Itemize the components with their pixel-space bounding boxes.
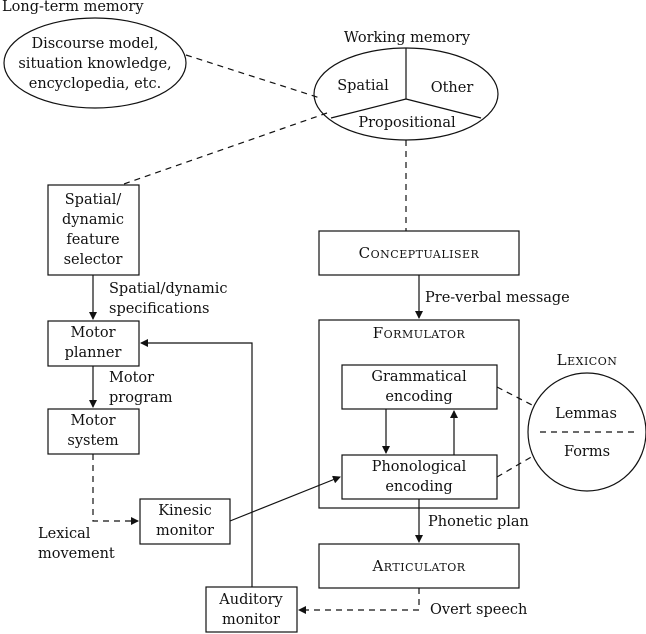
kinesic-to-phonological-arrow: [229, 475, 341, 522]
articulator-label: Articulator: [372, 557, 466, 575]
working-memory-divider-left: [330, 98, 407, 119]
motor-program-label: Motor program: [109, 370, 173, 406]
phonological-encoding-label: Phonological encoding: [371, 459, 467, 495]
working-memory-divider-right: [405, 98, 482, 119]
motor-system-label: Motor system: [67, 413, 119, 449]
lexicon-title: Lexicon: [556, 351, 618, 369]
working-memory-spatial: Spatial: [337, 78, 389, 94]
system-to-kinesic-arrow: [92, 454, 139, 525]
preverbal-message-label: Pre-verbal message: [425, 290, 570, 306]
overt-speech-label: Overt speech: [430, 602, 528, 618]
long-term-memory-title: Long-term memory: [2, 0, 144, 15]
long-term-memory-content: Discourse model, situation knowledge, en…: [18, 36, 172, 92]
phonological-to-lexicon-link: [496, 455, 534, 478]
formulator-label: Formulator: [372, 324, 466, 342]
lexicon-circle: [527, 372, 646, 492]
long-term-memory-ellipse: [3, 17, 187, 109]
feature-selector-label: Spatial/ dynamic feature selector: [62, 192, 124, 268]
lexicon-forms: Forms: [563, 444, 611, 460]
phonetic-plan-label: Phonetic plan: [428, 514, 529, 530]
ltm-to-wm-link: [185, 54, 321, 99]
wm-to-feature-selector-link: [120, 112, 328, 186]
lexicon-lemmas: Lemmas: [555, 406, 617, 422]
auditory-to-planner-arrow: [140, 339, 253, 587]
lexical-movement-label: Lexical movement: [38, 526, 115, 562]
articulator-to-auditory-arrow: [298, 588, 420, 614]
kinesic-monitor-label: Kinesic monitor: [156, 503, 214, 539]
working-memory-propositional: Propositional: [358, 115, 456, 131]
motor-planner-label: Motor planner: [64, 325, 122, 361]
conceptualiser-label: Conceptualiser: [358, 244, 480, 262]
auditory-monitor-label: Auditory monitor: [219, 592, 283, 628]
spatial-dynamic-specifications-label: Spatial/dynamic specifications: [109, 281, 228, 317]
grammatical-to-lexicon-link: [496, 386, 533, 406]
kinesic-monitor-box: [139, 498, 231, 545]
working-memory-title: Working memory: [343, 30, 471, 46]
working-memory-other: Other: [430, 80, 474, 96]
grammatical-encoding-label: Grammatical encoding: [371, 369, 467, 405]
